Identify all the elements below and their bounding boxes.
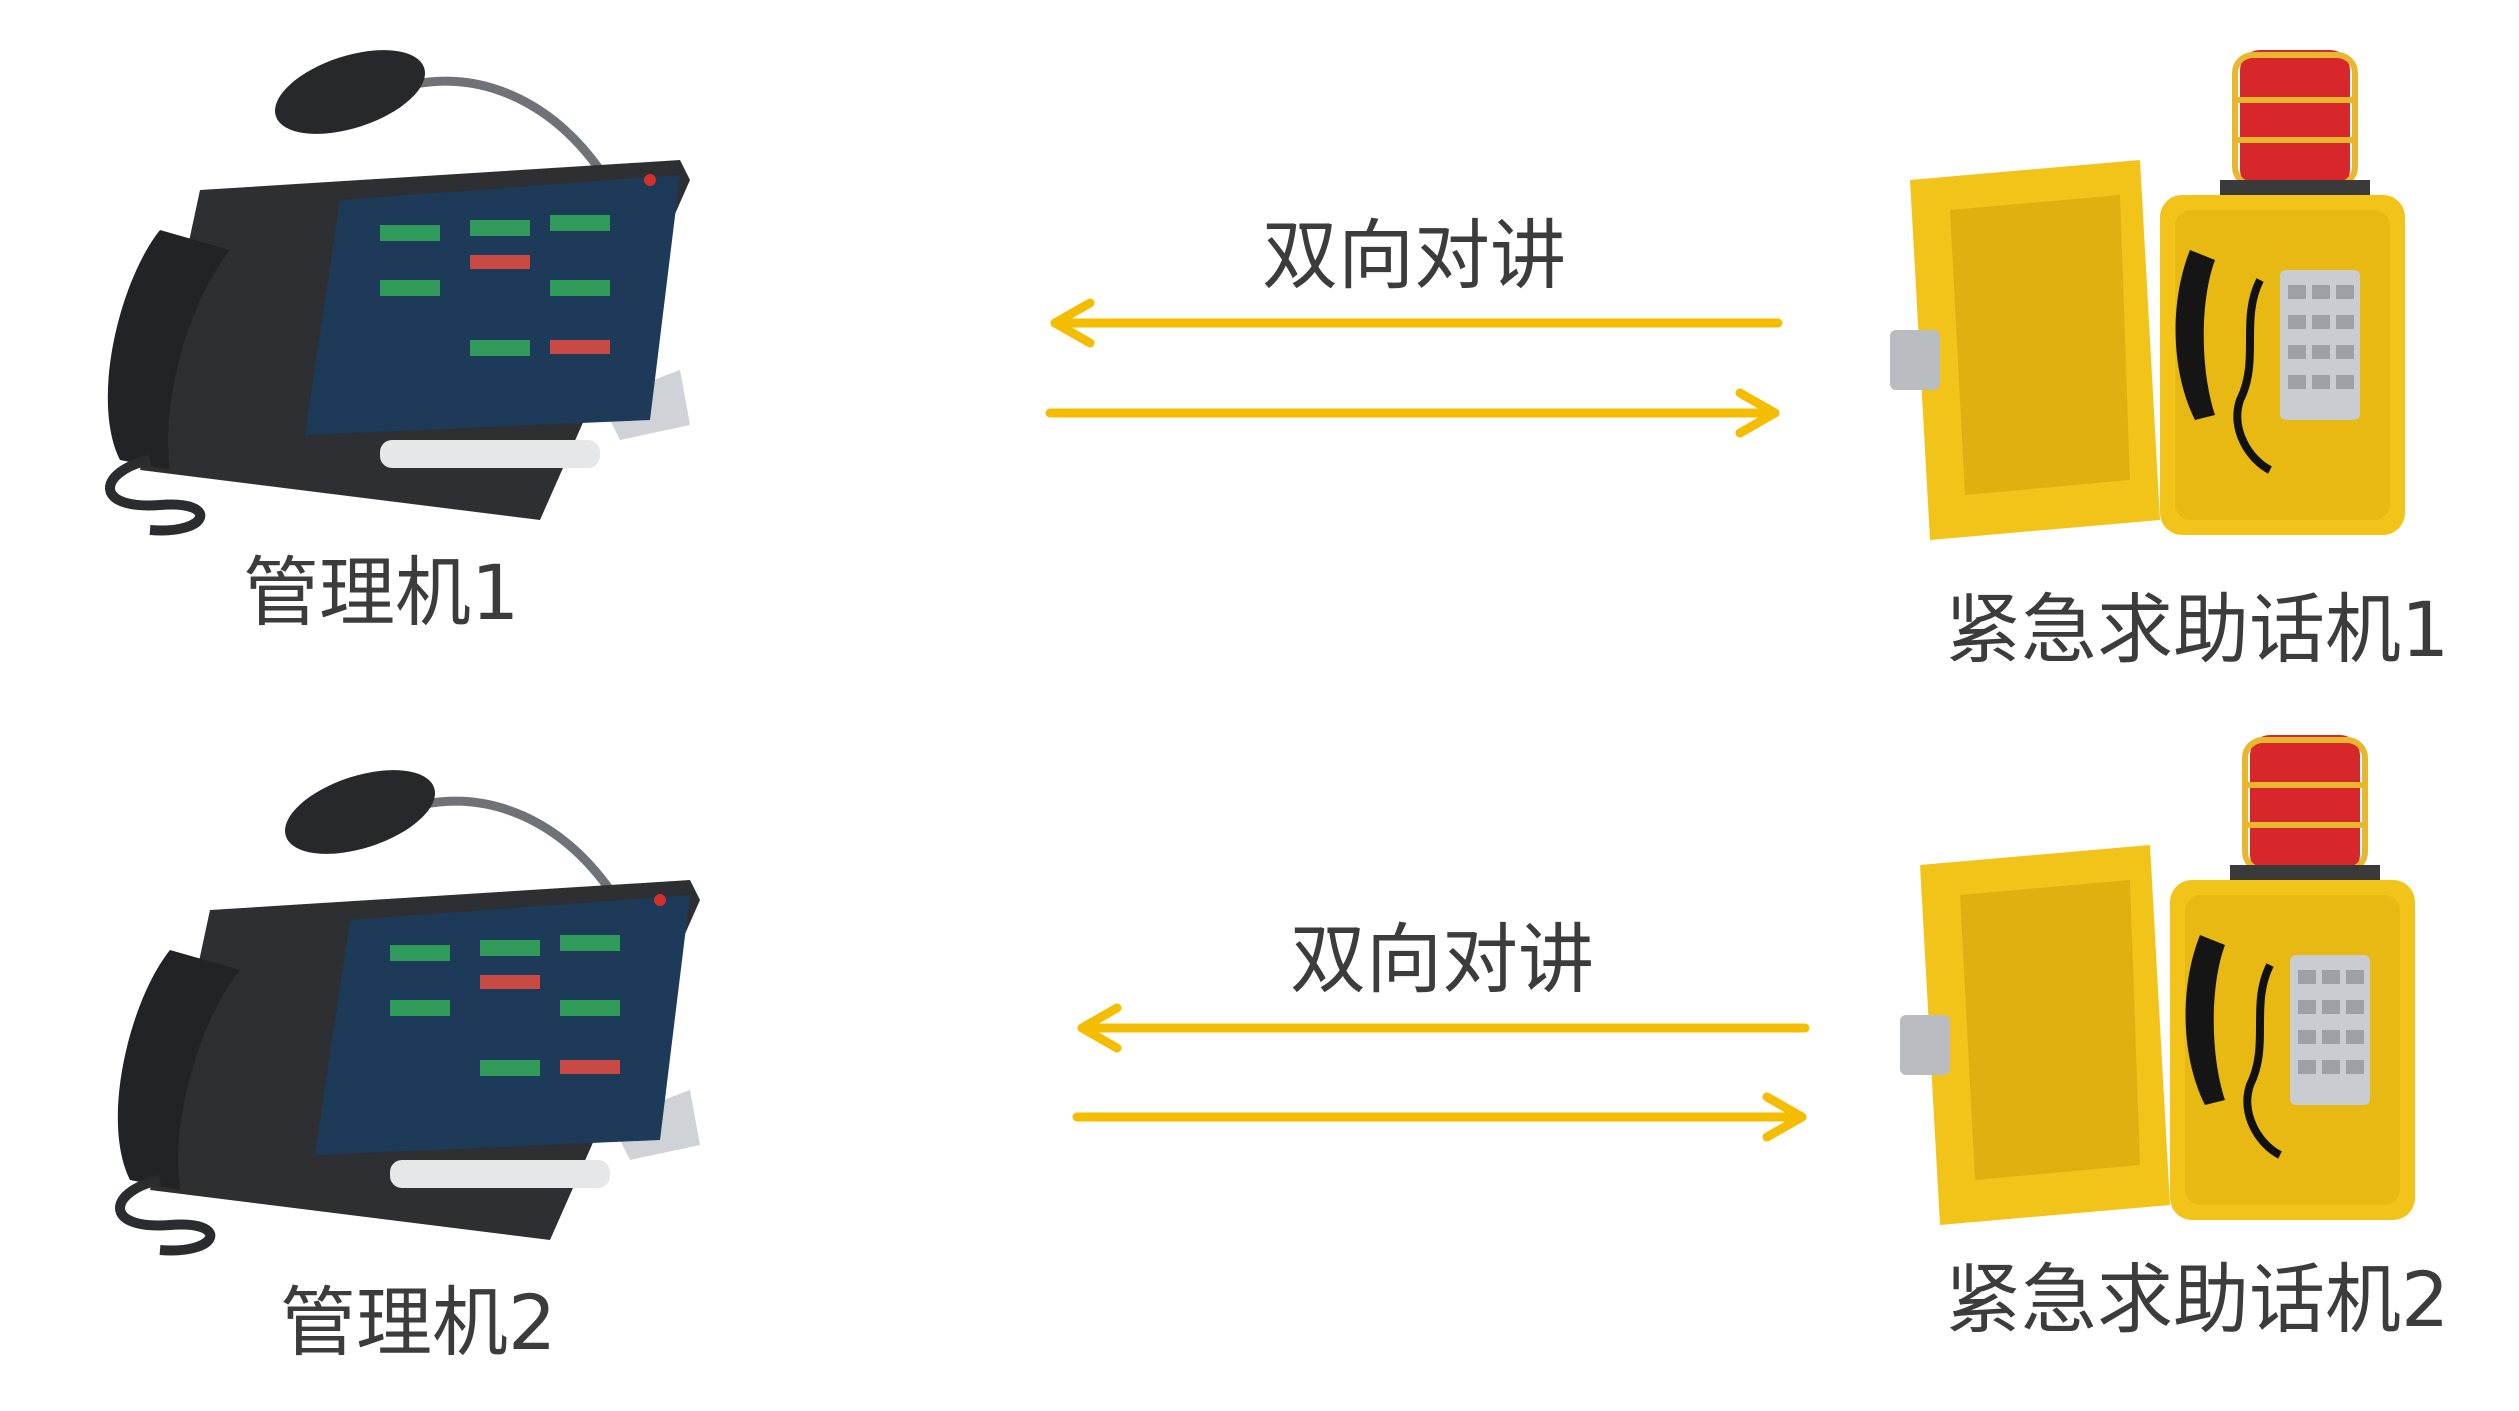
arrow-right-icon <box>1072 1092 1807 1142</box>
manager-console-icon <box>115 770 700 1256</box>
link-label-2: 双向对讲 <box>1290 915 1594 1004</box>
arrow-left-icon <box>1050 298 1783 348</box>
manager-label-2: 管理机2 <box>280 1278 557 1367</box>
arrow-right-icon <box>1045 388 1780 438</box>
link-label-1: 双向对讲 <box>1262 211 1566 300</box>
emergency-phone-icon <box>1890 50 2405 540</box>
phone-label-1: 紧急求助话机1 <box>1945 585 2450 674</box>
emergency-phone-icon <box>1900 735 2415 1225</box>
manager-label-1: 管理机1 <box>243 548 520 637</box>
arrow-left-icon <box>1077 1003 1810 1053</box>
phone-label-2: 紧急求助话机2 <box>1945 1255 2450 1344</box>
manager-console-icon <box>105 50 690 536</box>
